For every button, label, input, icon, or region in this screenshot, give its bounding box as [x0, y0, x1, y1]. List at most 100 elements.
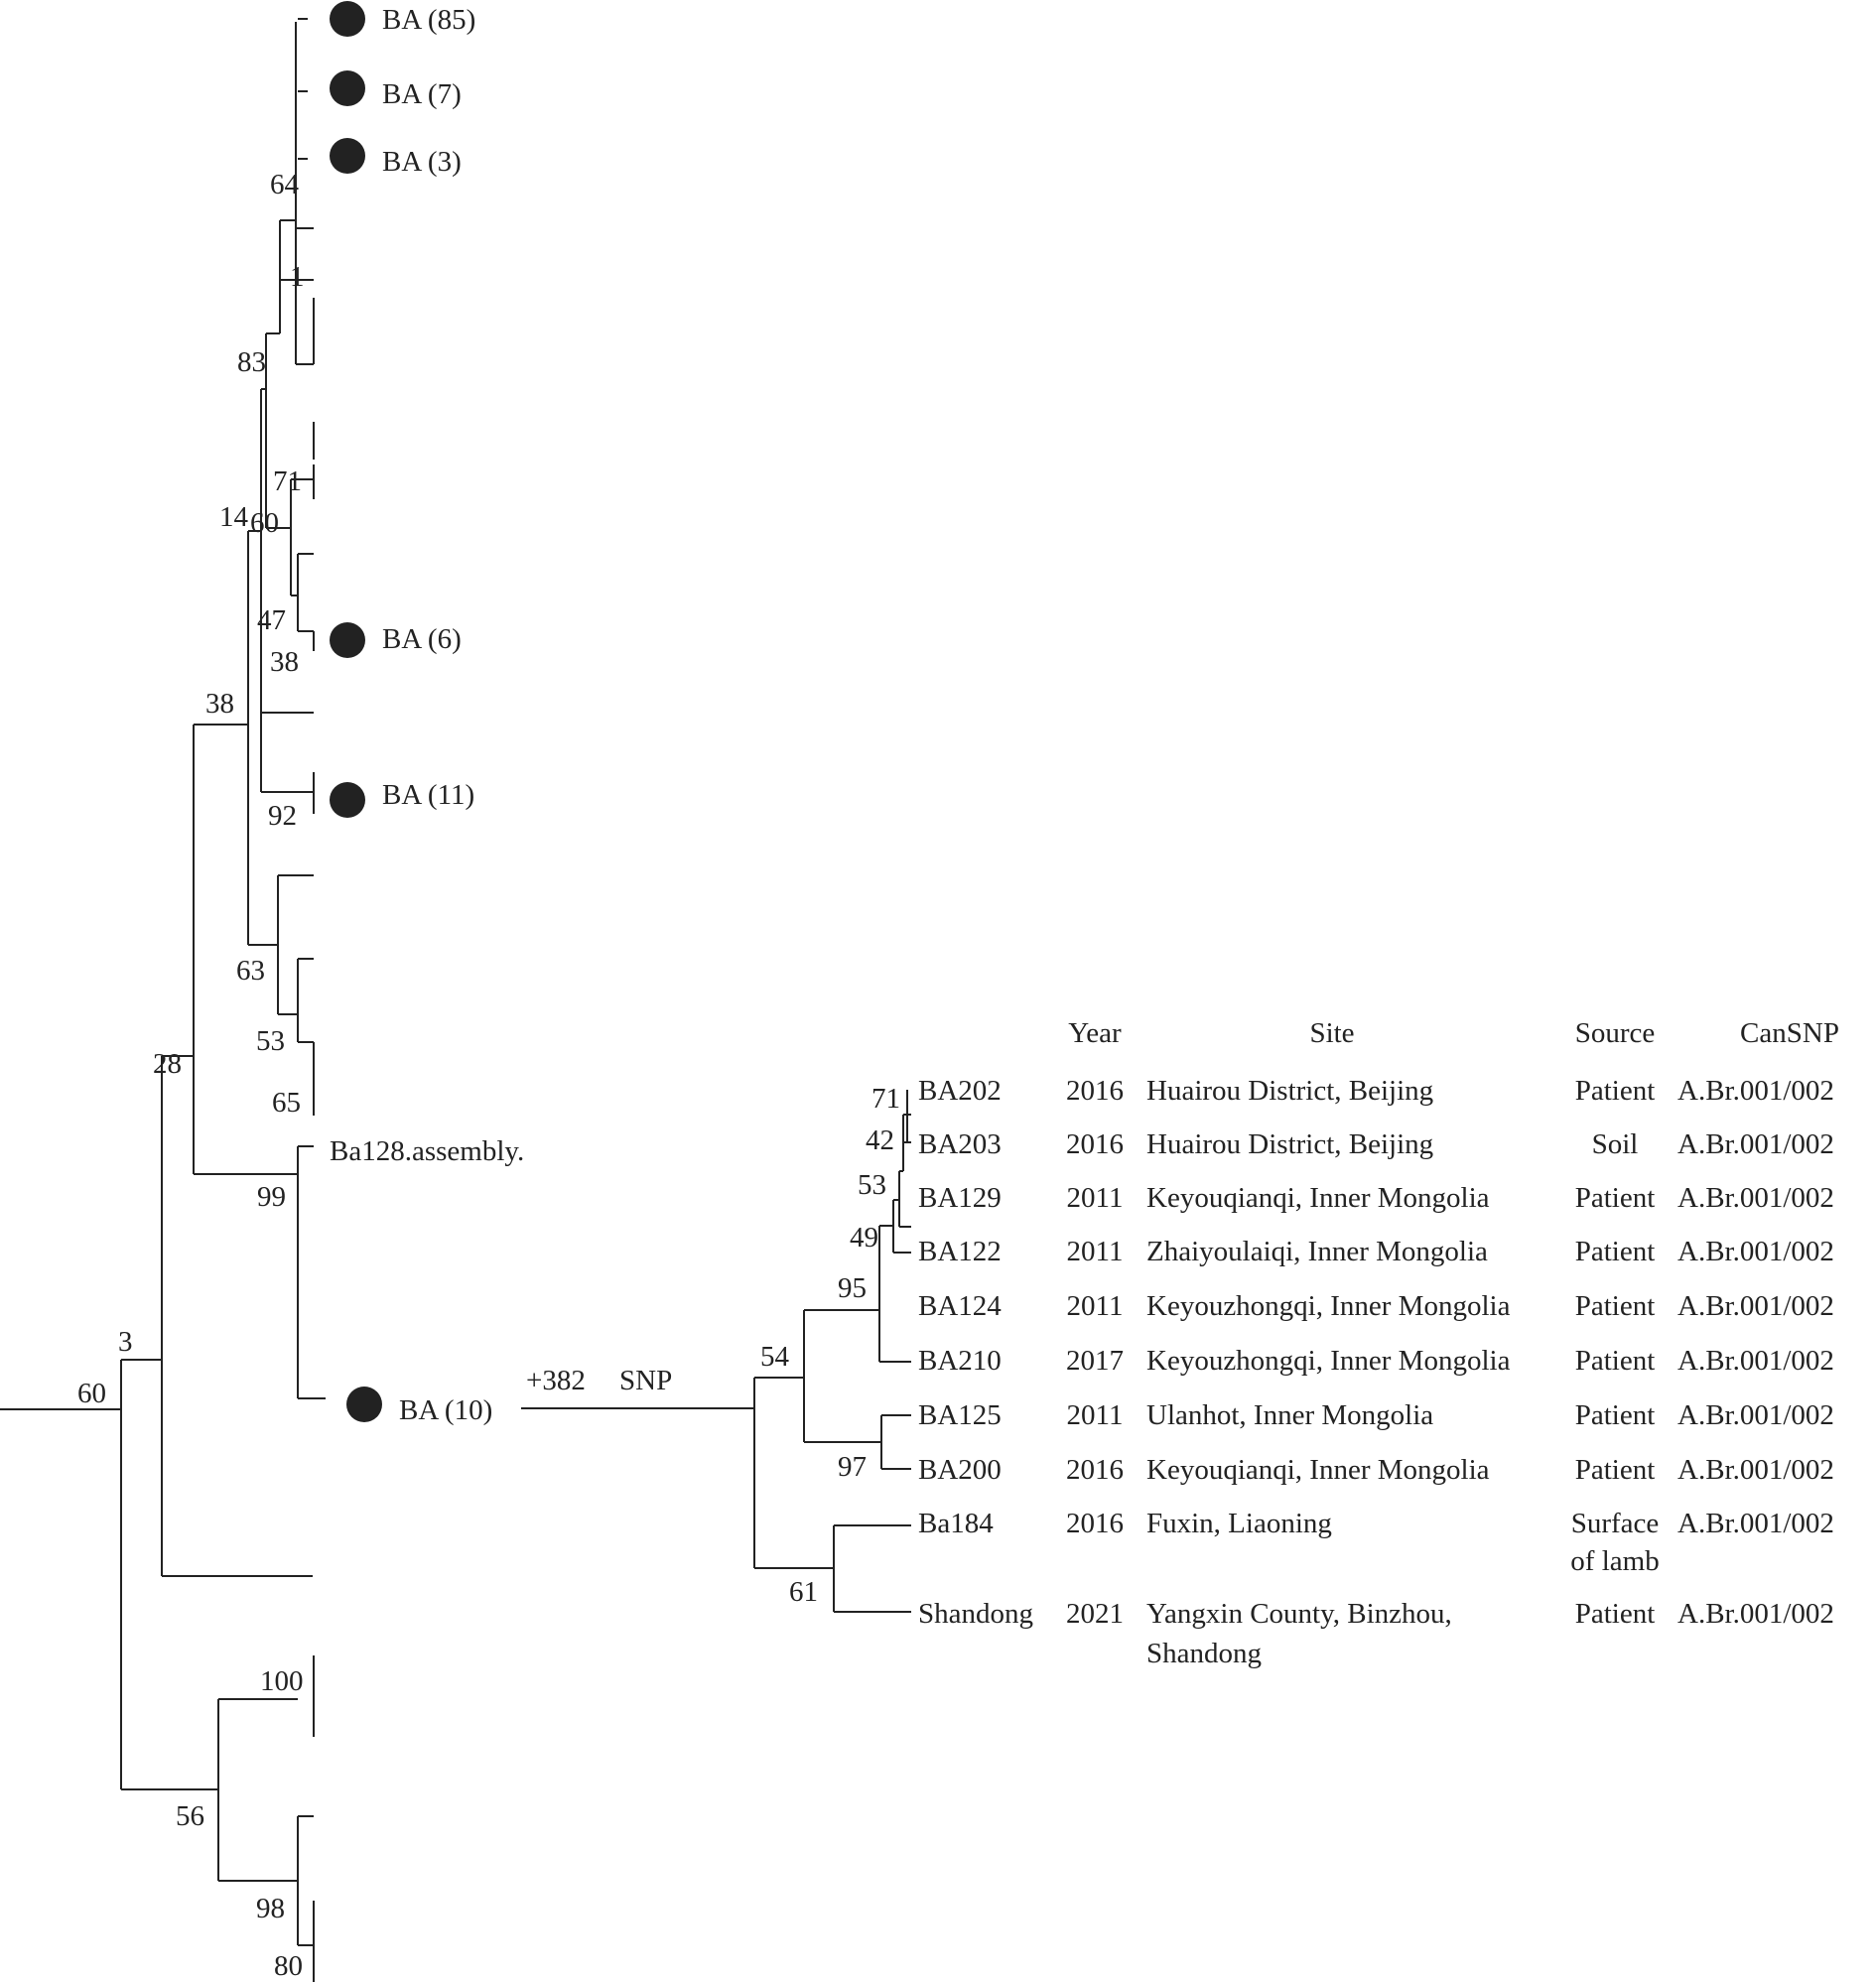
bootstrap-value: 100 — [260, 1665, 304, 1697]
strain-id: BA210 — [918, 1345, 1002, 1377]
isolate-table: Year Site Source CanSNP BA202 2016 Huair… — [918, 1017, 1839, 1669]
table-row: BA202 2016 Huairou District, Beijing Pat… — [918, 1075, 1834, 1107]
bootstrap-value: 28 — [153, 1048, 182, 1080]
bootstrap-value: 97 — [838, 1451, 867, 1483]
cluster-dot-icon — [330, 1, 365, 37]
bootstrap-value: 49 — [850, 1222, 878, 1254]
bootstrap-value: 98 — [256, 1893, 285, 1924]
source-cell: Patient — [1575, 1399, 1656, 1431]
cansnp-cell: A.Br.001/002 — [1677, 1598, 1834, 1630]
cluster-label: BA (10) — [399, 1394, 492, 1426]
year-cell: 2016 — [1066, 1508, 1124, 1539]
bootstrap-value: 80 — [274, 1950, 303, 1982]
bootstrap-value: 42 — [866, 1124, 894, 1156]
strain-id: BA200 — [918, 1454, 1002, 1486]
cluster-dot-icon — [330, 622, 365, 658]
site-cell: Huairou District, Beijing — [1146, 1075, 1433, 1107]
source-cell: Patient — [1575, 1075, 1656, 1107]
table-row: BA200 2016 Keyouqianqi, Inner Mongolia P… — [918, 1454, 1834, 1486]
bootstrap-values: 64 1 83 71 14 60 47 38 38 92 63 53 65 28… — [77, 169, 900, 1982]
header-year: Year — [1068, 1017, 1122, 1049]
cansnp-cell: A.Br.001/002 — [1677, 1454, 1834, 1486]
site-cell: Ulanhot, Inner Mongolia — [1146, 1399, 1433, 1431]
strain-id: BA129 — [918, 1182, 1002, 1214]
site-cell: Keyouqianqi, Inner Mongolia — [1146, 1182, 1490, 1214]
tree-branches — [0, 18, 911, 1982]
bootstrap-value: 60 — [77, 1378, 106, 1409]
source-cell: Patient — [1575, 1182, 1656, 1214]
bootstrap-value: 3 — [118, 1326, 133, 1358]
cluster-dot-icon — [330, 138, 365, 174]
bootstrap-value: 83 — [237, 346, 266, 378]
year-cell: 2016 — [1066, 1128, 1124, 1160]
source-cell: of lamb — [1570, 1545, 1659, 1577]
site-cell: Keyouqianqi, Inner Mongolia — [1146, 1454, 1490, 1486]
bootstrap-value: 14 — [219, 501, 249, 533]
bootstrap-value: 64 — [270, 169, 300, 200]
cansnp-cell: A.Br.001/002 — [1677, 1182, 1834, 1214]
cluster-label: BA (85) — [382, 4, 475, 36]
site-cell: Huairou District, Beijing — [1146, 1128, 1433, 1160]
site-cell: Yangxin County, Binzhou, — [1146, 1598, 1452, 1630]
cluster-label: BA (7) — [382, 78, 462, 110]
site-cell: Fuxin, Liaoning — [1146, 1508, 1332, 1539]
bootstrap-value: 38 — [270, 646, 299, 678]
year-cell: 2011 — [1067, 1182, 1124, 1214]
bootstrap-value: 99 — [257, 1181, 286, 1213]
strain-id: BA203 — [918, 1128, 1002, 1160]
strain-id: Ba184 — [918, 1508, 994, 1539]
bootstrap-value: 92 — [268, 800, 297, 832]
bootstrap-value: 71 — [871, 1083, 900, 1115]
bootstrap-value: 95 — [838, 1272, 867, 1304]
header-cansnp: CanSNP — [1740, 1017, 1839, 1049]
source-cell: Surface — [1571, 1508, 1660, 1539]
year-cell: 2021 — [1066, 1598, 1124, 1630]
bootstrap-value: 47 — [257, 604, 286, 636]
strain-id: BA125 — [918, 1399, 1002, 1431]
cluster-dot-icon — [346, 1387, 382, 1422]
cansnp-cell: A.Br.001/002 — [1677, 1345, 1834, 1377]
cansnp-cell: A.Br.001/002 — [1677, 1236, 1834, 1267]
source-cell: Patient — [1575, 1290, 1656, 1322]
bootstrap-value: 63 — [236, 955, 265, 987]
table-row: BA122 2011 Zhaiyoulaiqi, Inner Mongolia … — [918, 1236, 1834, 1267]
bootstrap-value: 38 — [205, 688, 234, 720]
site-cell: Keyouzhongqi, Inner Mongolia — [1146, 1290, 1511, 1322]
bootstrap-value: 60 — [250, 507, 279, 539]
strain-id: BA124 — [918, 1290, 1002, 1322]
cluster-label: BA (11) — [382, 779, 474, 811]
cansnp-cell: A.Br.001/002 — [1677, 1075, 1834, 1107]
bootstrap-value: 53 — [858, 1169, 886, 1201]
strain-id: Shandong — [918, 1598, 1033, 1630]
table-row: Shandong 2021 Yangxin County, Binzhou, S… — [918, 1598, 1834, 1669]
source-cell: Patient — [1575, 1454, 1656, 1486]
cluster-dot-icon — [330, 70, 365, 106]
table-row: BA125 2011 Ulanhot, Inner Mongolia Patie… — [918, 1399, 1834, 1431]
cansnp-cell: A.Br.001/002 — [1677, 1128, 1834, 1160]
header-source: Source — [1575, 1017, 1656, 1049]
year-cell: 2011 — [1067, 1399, 1124, 1431]
cansnp-cell: A.Br.001/002 — [1677, 1399, 1834, 1431]
table-header: Year Site Source CanSNP — [1068, 1017, 1839, 1049]
year-cell: 2011 — [1067, 1290, 1124, 1322]
year-cell: 2011 — [1067, 1236, 1124, 1267]
leaf-label: Ba128.assembly. — [330, 1135, 524, 1167]
source-cell: Patient — [1575, 1345, 1656, 1377]
cluster-dot-icon — [330, 782, 365, 818]
cluster-label: BA (6) — [382, 623, 462, 655]
source-cell: Soil — [1592, 1128, 1639, 1160]
table-row: BA203 2016 Huairou District, Beijing Soi… — [918, 1128, 1834, 1160]
cluster-markers — [330, 1, 382, 1422]
strain-id: BA202 — [918, 1075, 1002, 1107]
source-cell: Patient — [1575, 1236, 1656, 1267]
snp-unit: SNP — [619, 1365, 672, 1396]
snp-annotation: +382 SNP — [526, 1365, 672, 1396]
snp-count: +382 — [526, 1365, 586, 1396]
cansnp-cell: A.Br.001/002 — [1677, 1290, 1834, 1322]
site-cell: Keyouzhongqi, Inner Mongolia — [1146, 1345, 1511, 1377]
year-cell: 2017 — [1066, 1345, 1124, 1377]
bootstrap-value: 71 — [273, 465, 302, 497]
bootstrap-value: 65 — [272, 1087, 301, 1119]
bootstrap-value: 61 — [789, 1576, 818, 1608]
